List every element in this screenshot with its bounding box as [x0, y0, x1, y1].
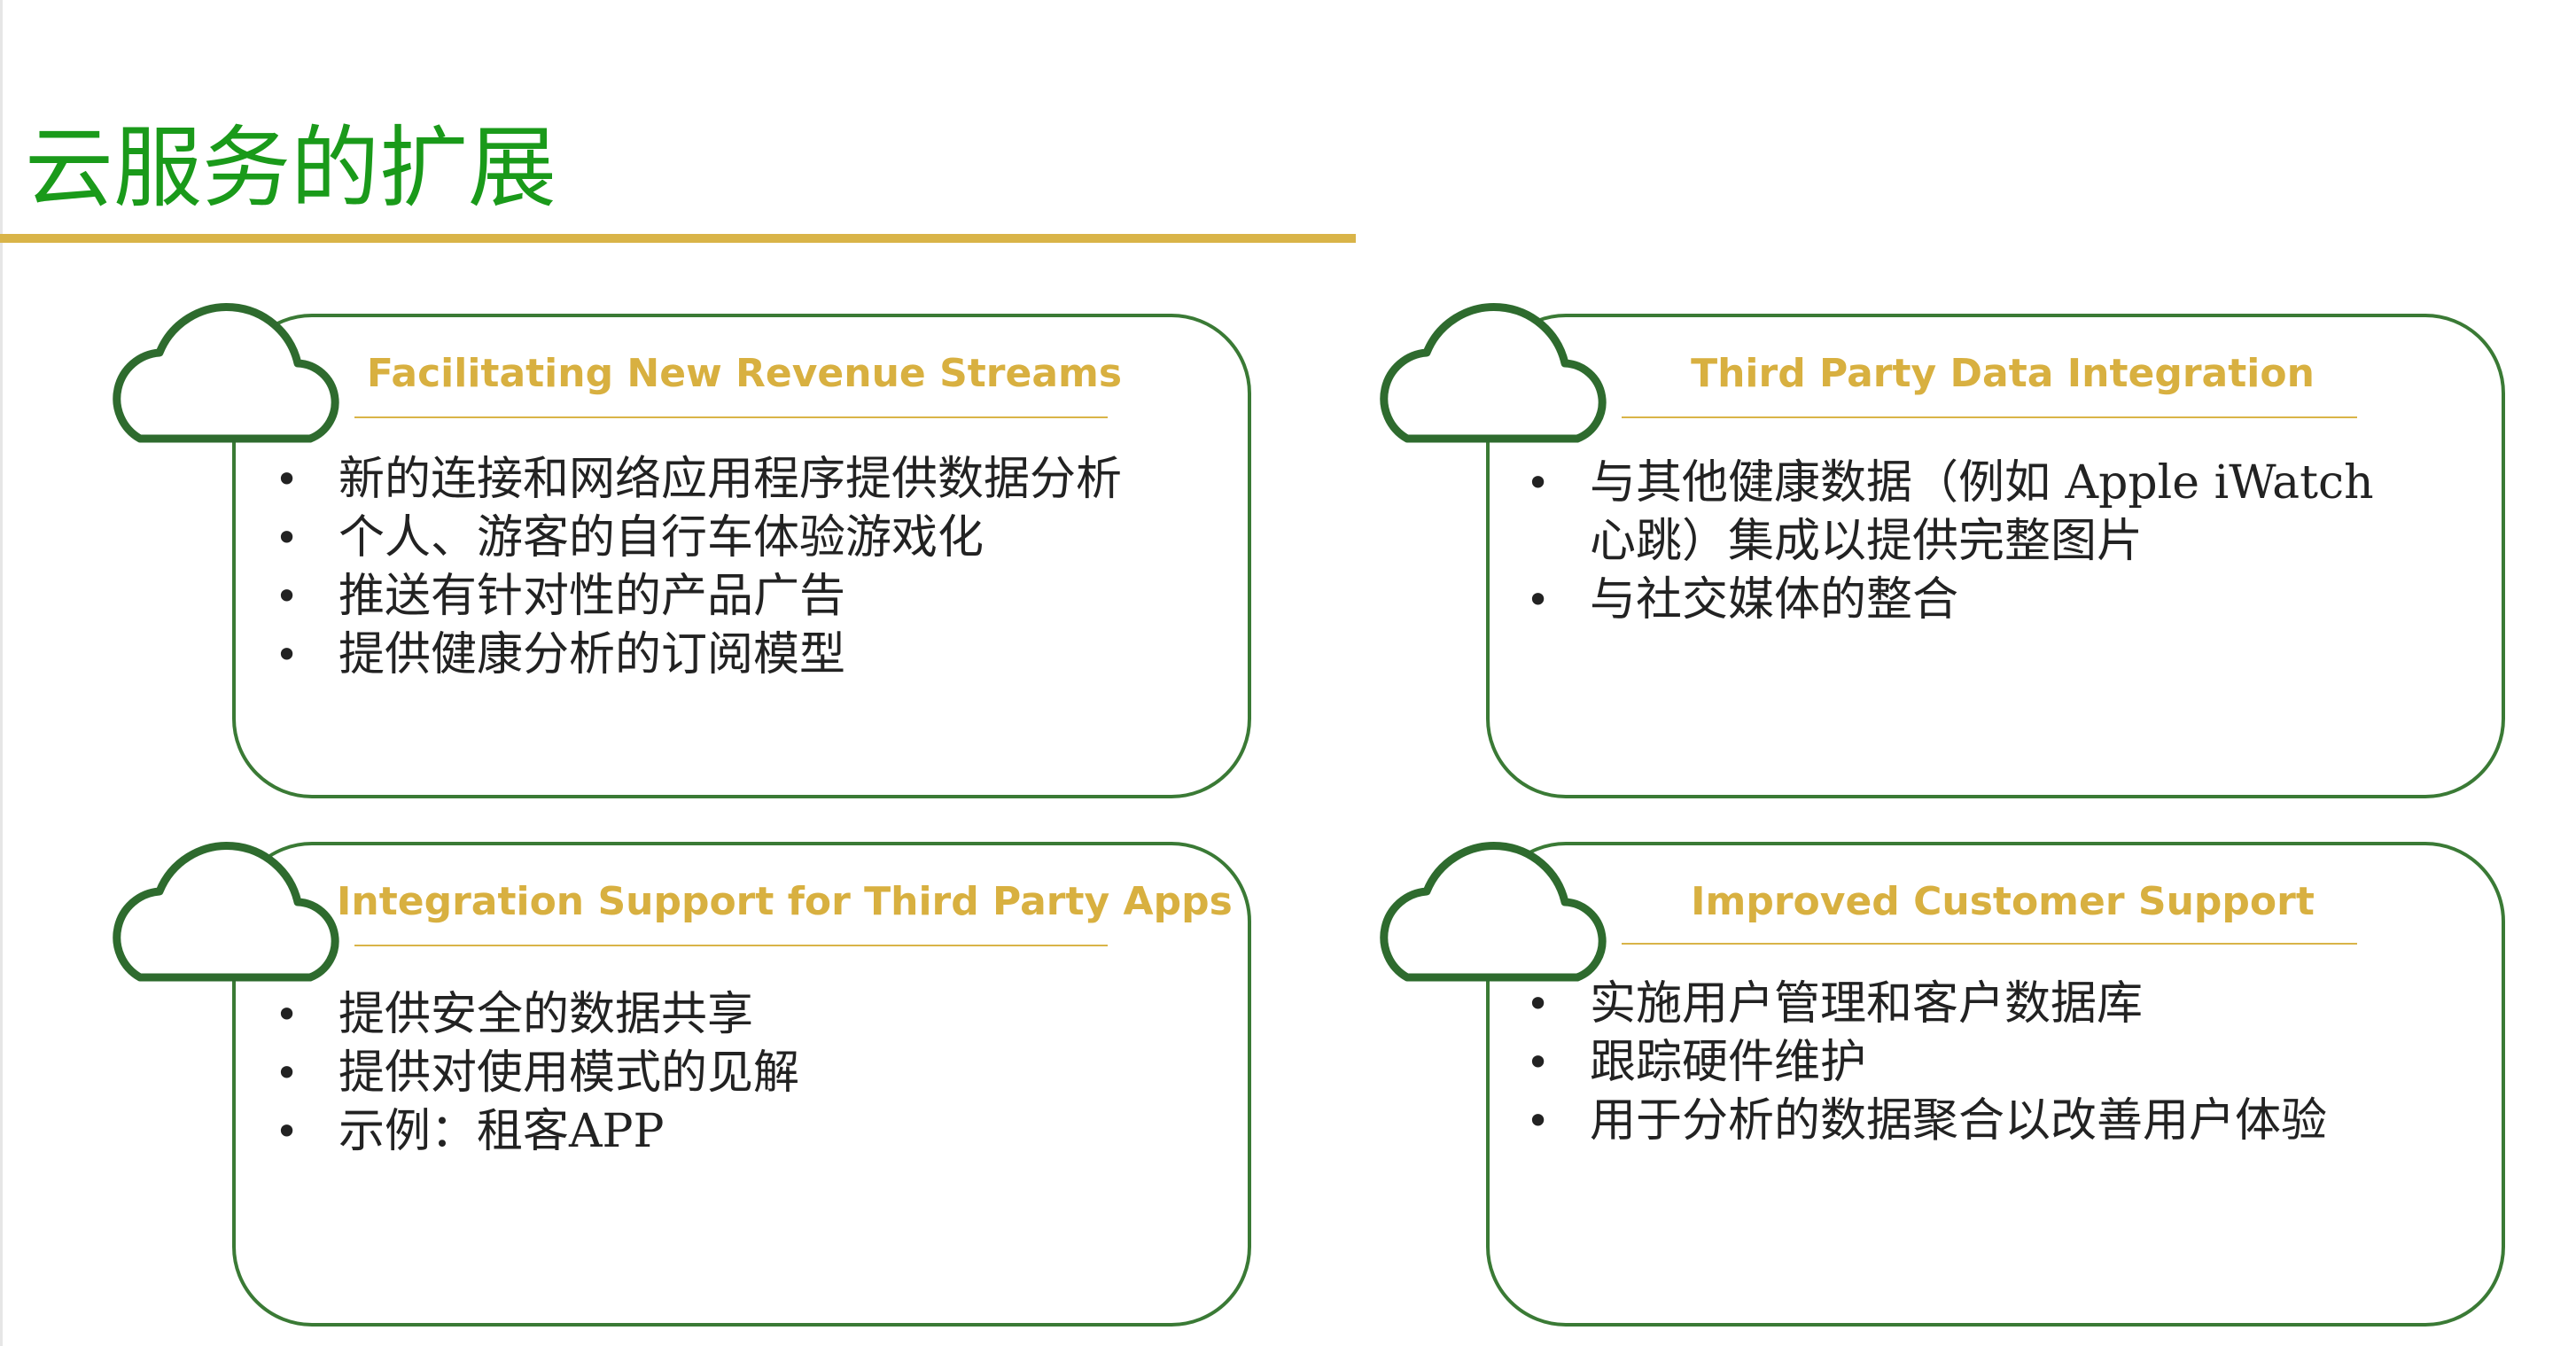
heading-divider — [354, 416, 1108, 418]
bullet-icon: • — [275, 631, 300, 679]
bullet-icon: • — [1526, 576, 1551, 624]
bullet-icon: • — [1526, 1097, 1551, 1145]
card-third-party-apps — [232, 842, 1251, 1327]
cloud-icon — [1380, 303, 1607, 443]
bullet-list: •提供安全的数据共享 •提供对使用模式的见解 •示例：租客APP — [275, 985, 799, 1161]
list-item: •实施用户管理和客户数据库 — [1526, 975, 2327, 1033]
card-heading: Integration Support for Third Party Apps — [337, 879, 1233, 924]
list-item: •个人、游客的自行车体验游戏化 — [275, 509, 1122, 567]
bullet-icon: • — [275, 514, 300, 562]
bullet-list: •新的连接和网络应用程序提供数据分析 •个人、游客的自行车体验游戏化 •推送有针… — [275, 450, 1122, 684]
list-item: •新的连接和网络应用程序提供数据分析 — [275, 450, 1122, 509]
page-edge — [0, 0, 3, 1346]
list-item: •推送有针对性的产品广告 — [275, 567, 1122, 626]
list-item: •提供健康分析的订阅模型 — [275, 626, 1122, 684]
title-underline — [0, 234, 1356, 243]
list-item: •与社交媒体的整合 — [1526, 571, 2374, 629]
list-item: •跟踪硬件维护 — [1526, 1033, 2327, 1092]
cloud-icon — [113, 842, 339, 982]
list-item: •提供对使用模式的见解 — [275, 1044, 799, 1102]
card-revenue-streams — [232, 314, 1251, 798]
card-heading: Improved Customer Support — [1691, 879, 2315, 924]
bullet-icon: • — [275, 1049, 300, 1097]
card-heading: Facilitating New Revenue Streams — [366, 351, 1123, 396]
bullet-icon: • — [275, 991, 300, 1039]
page-title: 云服务的扩展 — [25, 116, 556, 220]
list-item: •用于分析的数据聚合以改善用户体验 — [1526, 1092, 2327, 1150]
card-third-party-data — [1486, 314, 2505, 798]
bullet-icon: • — [275, 455, 300, 503]
heading-divider — [1622, 416, 2357, 418]
bullet-icon: • — [1526, 459, 1551, 507]
card-heading: Third Party Data Integration — [1691, 351, 2315, 396]
bullet-list: •实施用户管理和客户数据库 •跟踪硬件维护 •用于分析的数据聚合以改善用户体验 — [1526, 975, 2327, 1150]
card-customer-support — [1486, 842, 2505, 1327]
bullet-icon: • — [275, 572, 300, 620]
bullet-icon: • — [1526, 980, 1551, 1028]
cloud-icon — [1380, 842, 1607, 982]
list-item: •提供安全的数据共享 — [275, 985, 799, 1044]
heading-divider — [354, 945, 1108, 946]
heading-divider — [1622, 943, 2357, 945]
bullet-icon: • — [275, 1108, 300, 1155]
bullet-icon: • — [1526, 1039, 1551, 1086]
list-item: •示例：租客APP — [275, 1102, 799, 1161]
cloud-icon — [113, 303, 339, 443]
